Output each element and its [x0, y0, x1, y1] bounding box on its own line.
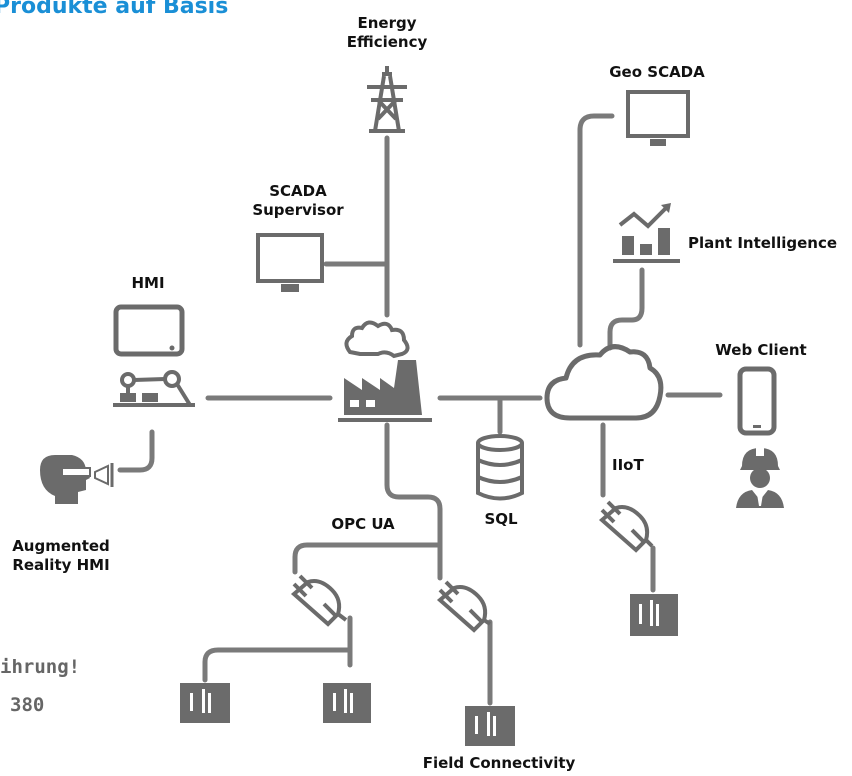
chart-icon	[613, 203, 680, 263]
cut-text-line-2: 380	[10, 694, 45, 716]
label-plant-intelligence: Plant Intelligence	[688, 234, 838, 252]
line-opc-bus	[292, 542, 443, 575]
cut-text-line-1: ihrung!	[0, 656, 81, 678]
io-device-icon-1	[180, 683, 230, 723]
monitor-icon-supervisor	[256, 233, 324, 292]
cloud-icon	[544, 344, 664, 421]
label-web-client: Web Client	[715, 341, 807, 359]
smartphone-icon	[737, 366, 777, 436]
label-opc-ua: OPC UA	[331, 515, 395, 533]
robot-arm-icon	[113, 370, 195, 407]
power-pylon-icon	[367, 66, 407, 133]
io-device-icon-3	[465, 706, 515, 746]
label-field-connectivity: Field Connectivity	[422, 754, 576, 772]
line-opc-trunk	[384, 422, 443, 581]
database-icon	[476, 434, 524, 501]
plug-icon-opc-1	[290, 574, 348, 627]
tablet-icon	[113, 304, 185, 357]
monitor-icon-geo-scada	[626, 90, 690, 146]
label-geo-scada: Geo SCADA	[609, 63, 705, 81]
line-geoscada	[577, 113, 615, 348]
label-sql: SQL	[484, 510, 518, 528]
plug-icon-opc-2	[436, 580, 492, 633]
line-plant	[607, 267, 645, 351]
label-iiot: IIoT	[612, 456, 644, 474]
line-ar	[117, 429, 155, 473]
line-field-bus	[202, 647, 353, 683]
factory-icon	[338, 320, 432, 422]
ar-head-icon	[40, 455, 114, 504]
worker-icon	[736, 446, 784, 508]
label-hmi: HMI	[131, 274, 165, 292]
connection-lines	[117, 113, 723, 706]
io-device-icon-2	[323, 683, 371, 723]
io-device-icon-iiot	[630, 594, 678, 636]
plug-icon-iiot	[598, 500, 654, 553]
page-heading: Produkte auf Basis	[0, 0, 229, 19]
